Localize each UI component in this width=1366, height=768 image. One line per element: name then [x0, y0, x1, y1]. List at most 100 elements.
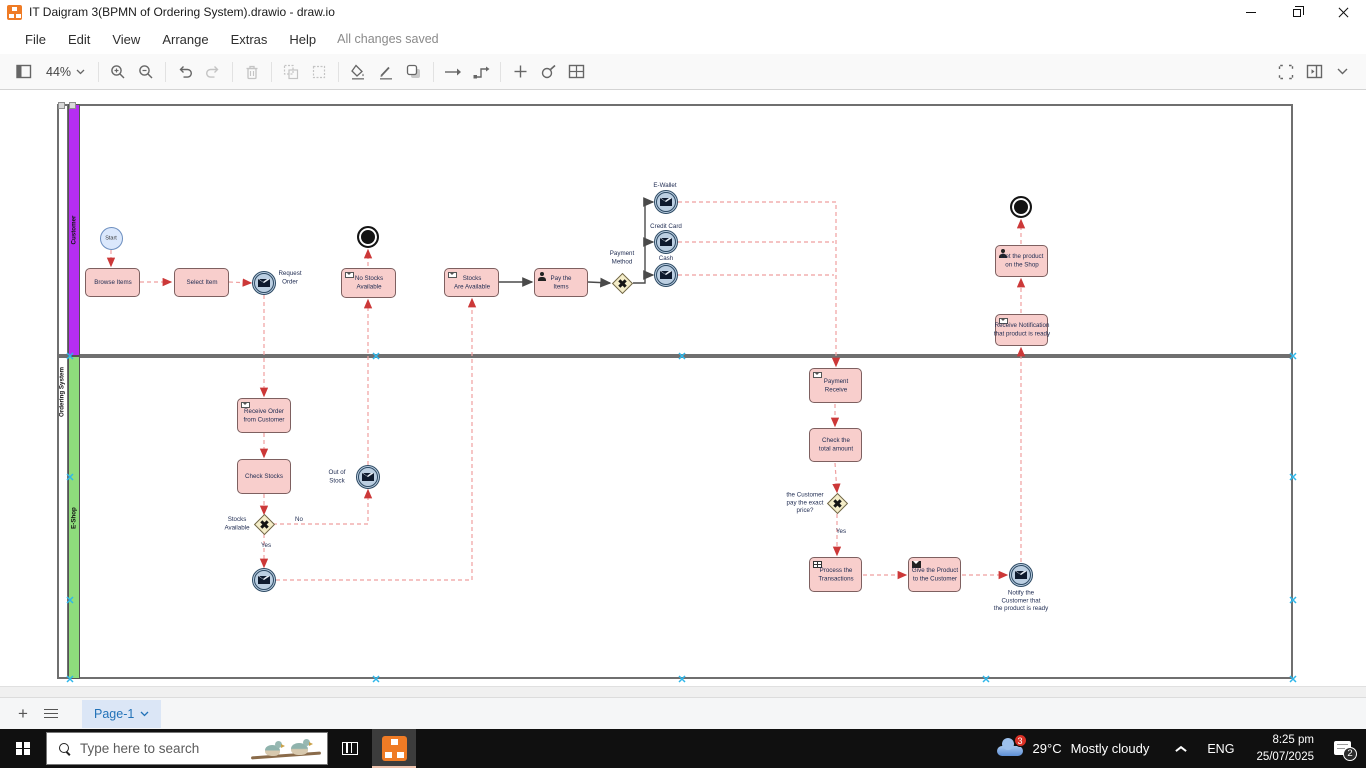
taskbar-search-input[interactable]: Type here to search	[46, 732, 328, 765]
task-process-the-transactions[interactable]: Process the Transactions	[809, 557, 862, 592]
horizontal-scrollbar[interactable]	[0, 686, 1366, 697]
save-status: All changes saved	[337, 32, 439, 46]
add-page-button[interactable]: +	[0, 698, 34, 730]
start-event[interactable]: Start	[99, 226, 123, 250]
menu-edit[interactable]: Edit	[67, 31, 91, 47]
start-button[interactable]	[0, 729, 46, 768]
fill-color-icon	[351, 64, 365, 80]
message-event-cash[interactable]	[654, 263, 678, 287]
task-give-the-product-to-the-customer[interactable]: Give the Product to the Customer	[908, 557, 961, 592]
copy-button[interactable]	[277, 59, 305, 85]
lane-collapse-icon[interactable]	[69, 102, 76, 109]
task-no-stocks-available[interactable]: No Stocks Available	[341, 268, 396, 298]
task-pay-the-items[interactable]: Pay the Items	[534, 268, 588, 297]
task-payment-receive[interactable]: Payment Receive	[809, 368, 862, 403]
task-view-button[interactable]	[328, 729, 372, 768]
chevron-down-icon	[76, 69, 85, 74]
taskbar-clock[interactable]: 8:25 pm 25/07/2025	[1256, 732, 1314, 765]
message-event-credit-card[interactable]	[654, 230, 678, 254]
delete-button[interactable]	[238, 59, 266, 85]
menu-view[interactable]: View	[112, 31, 141, 47]
weather-widget[interactable]: 3 29°C Mostly cloudy	[996, 734, 1176, 756]
weather-alert-badge: 3	[1013, 734, 1027, 747]
chevron-down-icon	[1337, 68, 1347, 75]
line-color-button[interactable]	[372, 59, 400, 85]
message-envelope-icon	[258, 279, 270, 287]
message-event-out-of-stock[interactable]	[356, 465, 380, 489]
table-icon	[568, 64, 584, 79]
menu-arrange[interactable]: Arrange	[162, 31, 209, 47]
pool-customer[interactable]	[57, 104, 1293, 356]
fullscreen-icon	[1278, 64, 1294, 79]
tray-overflow-button[interactable]	[1175, 746, 1185, 752]
task-label: Pay the Items	[550, 274, 572, 290]
undo-icon	[179, 65, 193, 78]
pages-menu-button[interactable]	[34, 698, 68, 730]
weather-condition: Mostly cloudy	[1070, 741, 1150, 756]
paste-button[interactable]	[305, 59, 333, 85]
end-event-product[interactable]	[1010, 196, 1032, 218]
message-envelope-icon	[660, 238, 672, 246]
freehand-button[interactable]	[534, 59, 562, 85]
pool-collapse-icon[interactable]	[58, 102, 65, 109]
task-label: Select Item	[185, 278, 218, 286]
zoom-in-button[interactable]	[104, 59, 132, 85]
sidebar-toggle-button[interactable]	[10, 59, 38, 85]
shadow-button[interactable]	[400, 59, 428, 85]
redo-button[interactable]	[199, 59, 227, 85]
table-task-icon	[813, 561, 822, 568]
lane-customer[interactable]: Customer	[68, 104, 80, 356]
task-label: Process the Transactions	[817, 566, 854, 582]
insert-button[interactable]	[506, 59, 534, 85]
message-event-e-wallet[interactable]	[654, 190, 678, 214]
fullscreen-button[interactable]	[1272, 59, 1300, 85]
taskbar-drawio-button[interactable]	[372, 729, 416, 768]
diagram-canvas[interactable]: Customer Ordering System E-Shop Browse I…	[0, 90, 1366, 697]
message-event-request-order[interactable]	[252, 271, 276, 295]
task-stocks-are-available[interactable]: Stocks Are Available	[444, 268, 499, 297]
restore-button[interactable]	[1274, 0, 1320, 24]
pool-ordering-system-label: Ordering System	[58, 367, 66, 417]
task-get-the-product-on-the-shop[interactable]: Get the product on the Shop	[995, 245, 1048, 277]
drawio-app-icon	[7, 4, 22, 20]
fill-color-button[interactable]	[344, 59, 372, 85]
page-tab[interactable]: Page-1	[82, 699, 162, 728]
task-receive-order-from-customer[interactable]: Receive Order from Customer	[237, 398, 291, 433]
format-panel-toggle-button[interactable]	[1300, 59, 1328, 85]
hamburger-icon	[44, 708, 58, 719]
undo-button[interactable]	[171, 59, 199, 85]
waypoint-style-button[interactable]	[467, 59, 495, 85]
minimize-button[interactable]	[1228, 0, 1274, 24]
copy-icon	[283, 64, 299, 79]
notification-center-button[interactable]: 2	[1334, 740, 1357, 761]
zoom-out-button[interactable]	[132, 59, 160, 85]
task-receive-notification[interactable]: Receive Notification that product is rea…	[993, 314, 1050, 346]
menu-help[interactable]: Help	[289, 31, 317, 47]
connection-arrow-button[interactable]	[439, 59, 467, 85]
task-view-icon	[342, 742, 358, 755]
plus-icon: +	[18, 704, 28, 723]
task-browse-items[interactable]: Browse Items	[85, 268, 140, 297]
close-button[interactable]	[1320, 0, 1366, 24]
env-task-icon	[345, 272, 354, 278]
task-check-stocks[interactable]: Check Stocks	[237, 459, 291, 494]
toolbar-more-button[interactable]	[1328, 59, 1356, 85]
table-button[interactable]	[562, 59, 590, 85]
menu-extras[interactable]: Extras	[230, 31, 268, 47]
notification-badge: 2	[1343, 746, 1357, 761]
clock-time: 8:25 pm	[1272, 733, 1314, 746]
shadow-icon	[406, 64, 421, 78]
menu-file[interactable]: File	[25, 31, 46, 47]
task-check-the-total-amount[interactable]: Check the total amount	[809, 428, 862, 462]
task-select-item[interactable]: Select Item	[174, 268, 229, 297]
pool-ordering-system-label-column[interactable]: Ordering System	[57, 356, 68, 679]
message-event-notify-customer[interactable]	[1009, 563, 1033, 587]
end-event-no-stocks[interactable]	[357, 226, 379, 248]
zoom-level-select[interactable]: 44%	[38, 65, 93, 79]
pool-customer-label-column[interactable]	[57, 104, 68, 356]
lane-eshop[interactable]: E-Shop	[68, 356, 80, 679]
message-event-stocks-ok[interactable]	[252, 568, 276, 592]
language-indicator[interactable]: ENG	[1207, 741, 1235, 756]
task-label: Browse Items	[93, 278, 132, 286]
pool-ordering-system[interactable]	[57, 356, 1293, 679]
